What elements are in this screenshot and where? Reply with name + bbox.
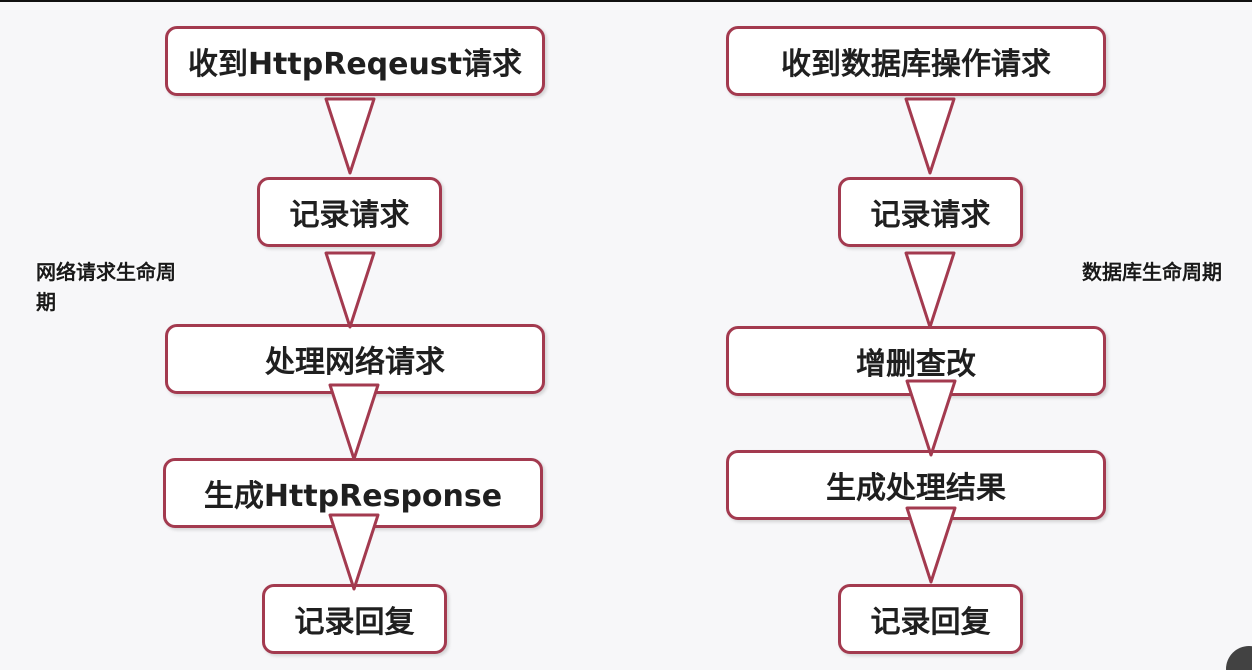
left-arrow-2-icon (324, 251, 376, 329)
left-step-5-text: 记录回复 (294, 605, 415, 640)
left-step-4-text: 生成HttpResponse (203, 479, 503, 514)
right-step-1-box: 收到数据库操作请求 (726, 26, 1106, 96)
left-step-5-box: 记录回复 (262, 584, 447, 654)
right-arrow-4-icon (905, 506, 957, 584)
left-flow-label: 网络请求生命周期 (36, 260, 176, 314)
right-flow-label: 数据库生命周期 (1082, 260, 1222, 284)
left-step-2-text: 记录请求 (289, 198, 410, 233)
left-arrow-3-icon (328, 383, 380, 461)
right-arrow-2-icon (904, 251, 956, 329)
left-step-3-box: 处理网络请求 (165, 324, 545, 394)
top-border-line (0, 0, 1252, 2)
right-arrow-1-icon (904, 97, 956, 175)
right-step-1-text: 收到数据库操作请求 (781, 47, 1051, 82)
left-step-1-text: 收到HttpReqeust请求 (187, 47, 523, 82)
right-arrow-3-icon (905, 379, 957, 457)
left-arrow-1-icon (324, 97, 376, 175)
corner-circle-icon (1226, 646, 1252, 670)
left-step-2-box: 记录请求 (257, 177, 442, 247)
right-step-3-text: 增删查改 (856, 347, 976, 382)
left-arrow-4-icon (328, 513, 380, 591)
right-step-5-box: 记录回复 (838, 584, 1023, 654)
right-step-2-box: 记录请求 (838, 177, 1023, 247)
right-step-2-text: 记录请求 (870, 198, 991, 233)
right-step-5-text: 记录回复 (870, 605, 991, 640)
left-step-1-box: 收到HttpReqeust请求 (165, 26, 545, 96)
right-step-4-text: 生成处理结果 (826, 471, 1006, 506)
left-step-3-text: 处理网络请求 (265, 345, 445, 380)
